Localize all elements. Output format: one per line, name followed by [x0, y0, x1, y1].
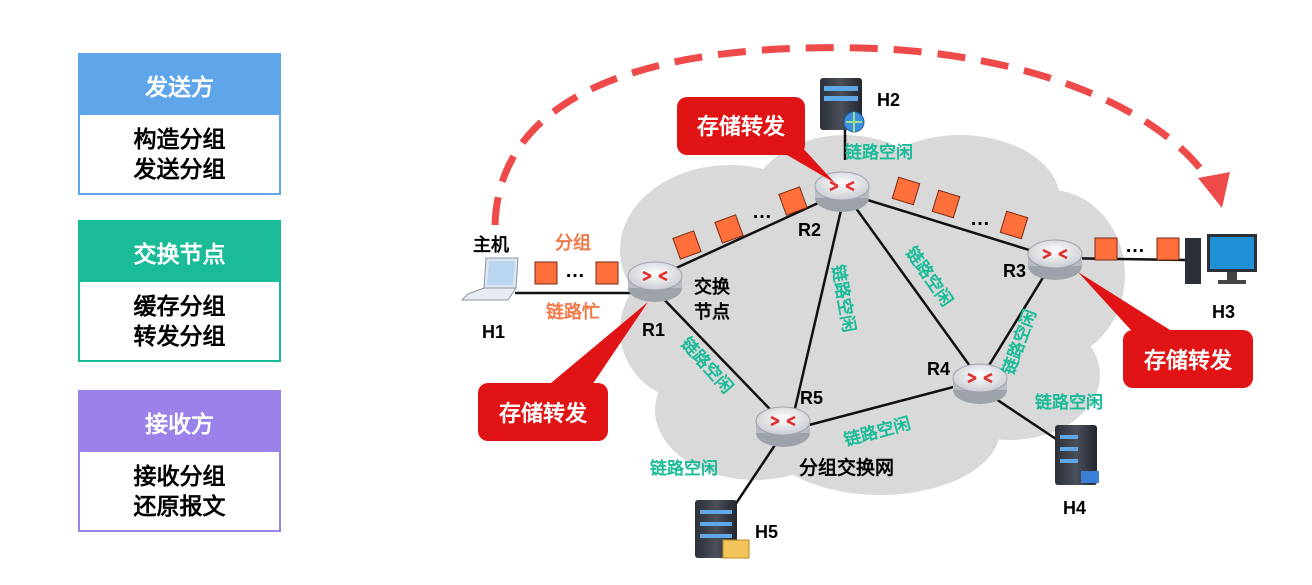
- desktop-icon: [1185, 234, 1257, 284]
- sender-title: 发送方: [80, 55, 279, 115]
- switch-body: 缓存分组 转发分组: [80, 282, 279, 360]
- packet: [778, 186, 808, 216]
- arc-arrowhead: [1198, 172, 1230, 208]
- receiver-line2: 还原报文: [133, 493, 226, 519]
- ellipsis-h1: …: [565, 260, 585, 282]
- receiver-body: 接收分组 还原报文: [80, 452, 279, 530]
- callout-r3-text: 存储转发: [1144, 348, 1233, 373]
- callout-r3: 存储转发: [1078, 272, 1253, 388]
- callout-r2-text: 存储转发: [697, 114, 786, 139]
- callout-r1: 存储转发: [478, 302, 648, 441]
- server-icon-h5: [695, 500, 750, 559]
- packet: [714, 214, 744, 244]
- packet: [999, 210, 1029, 240]
- packet: [1094, 237, 1118, 261]
- sender-panel: 发送方 构造分组 发送分组: [78, 53, 281, 195]
- ellipsis-r1r2: …: [752, 201, 772, 223]
- callout-r1-text: 存储转发: [499, 401, 588, 426]
- sender-line2: 发送分组: [133, 156, 226, 182]
- network-name-label: 分组交换网: [799, 456, 894, 479]
- label-r1: R1: [642, 320, 665, 340]
- label-h2: H2: [877, 90, 900, 110]
- receiver-line1: 接收分组: [133, 463, 226, 489]
- packet-label: 分组: [555, 232, 591, 253]
- ellipsis-r2r3: …: [970, 208, 990, 230]
- packet: [891, 176, 921, 206]
- switch-line1: 缓存分组: [133, 293, 226, 319]
- label-h1: H1: [482, 322, 505, 342]
- packet: [595, 261, 619, 285]
- label-r2: R2: [798, 220, 821, 240]
- idle-label-h5: 链路空闲: [650, 458, 718, 478]
- sender-body: 构造分组 发送分组: [80, 115, 279, 193]
- router-icon-r4: [952, 363, 1008, 404]
- server-icon-h4: [1055, 425, 1099, 485]
- label-h5: H5: [755, 522, 778, 542]
- laptop-icon: [460, 257, 519, 301]
- busy-link-label: 链路忙: [546, 301, 600, 322]
- callout-r2: 存储转发: [677, 97, 835, 183]
- label-h3: H3: [1212, 302, 1235, 322]
- label-h4: H4: [1063, 498, 1086, 518]
- switch-node-label-1: 交换: [694, 276, 731, 297]
- label-r4: R4: [927, 359, 950, 379]
- receiver-title: 接收方: [80, 392, 279, 452]
- host-label: 主机: [473, 234, 509, 255]
- ellipsis-r3h3: …: [1125, 235, 1145, 257]
- idle-label-h2: 链路空闲: [845, 142, 913, 162]
- server-icon-h2: [820, 78, 865, 133]
- router-icon-r1: [627, 261, 683, 302]
- transfer-arc: [491, 44, 1219, 226]
- folder-icon: [722, 539, 750, 559]
- router-icon-r3: [1027, 239, 1083, 280]
- router-icon-r2: [814, 171, 870, 212]
- switch-node-label-2: 节点: [694, 301, 730, 322]
- packets: [534, 176, 1180, 285]
- router-icon-r5: [755, 406, 811, 447]
- switch-line2: 转发分组: [133, 323, 226, 349]
- switch-title: 交换节点: [80, 222, 279, 282]
- switch-panel: 交换节点 缓存分组 转发分组: [78, 220, 281, 362]
- packet: [1156, 237, 1180, 261]
- label-r3: R3: [1003, 261, 1026, 281]
- idle-label-h4: 链路空闲: [1035, 392, 1103, 412]
- sender-line1: 构造分组: [133, 126, 226, 152]
- packet: [534, 261, 558, 285]
- receiver-panel: 接收方 接收分组 还原报文: [78, 390, 281, 532]
- packet: [672, 230, 702, 260]
- packet: [931, 189, 961, 219]
- label-r5: R5: [800, 388, 823, 408]
